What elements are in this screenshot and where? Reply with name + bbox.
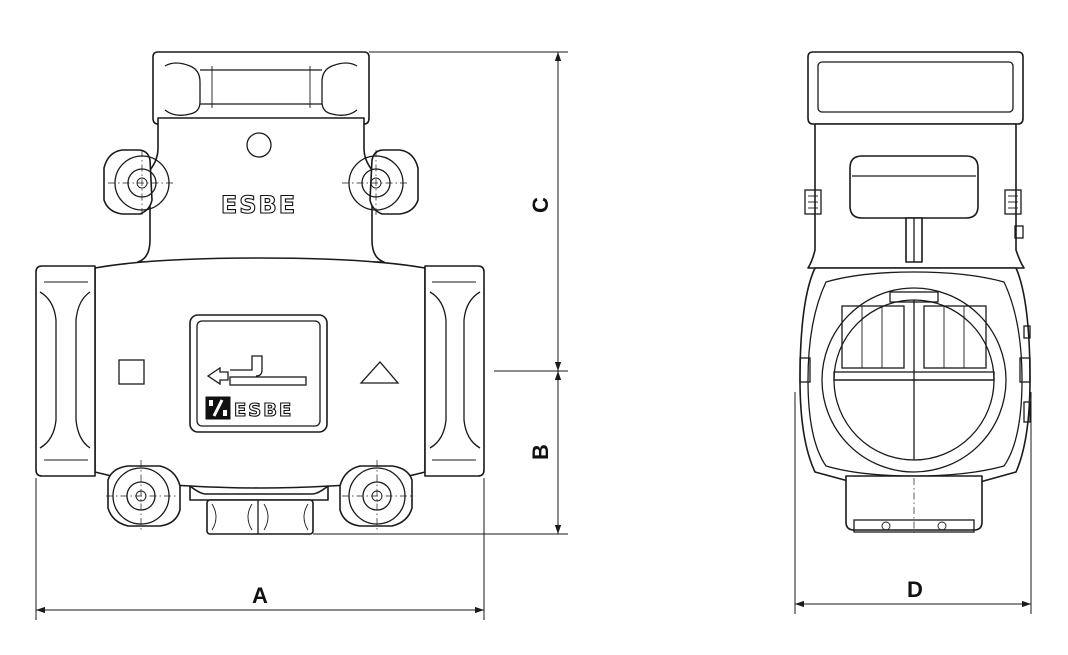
lower-left-mount-ear xyxy=(106,460,181,530)
plate-esbe-logo: ESBE xyxy=(234,400,293,421)
upper-left-mount-ear xyxy=(103,149,176,216)
indicator-plate: ESBE xyxy=(189,314,328,433)
side-left-ribs xyxy=(804,189,822,215)
square-marker xyxy=(118,359,145,385)
bottom-drain-plug xyxy=(189,485,329,535)
dimension-d-label: D xyxy=(907,577,923,602)
side-top-port xyxy=(807,51,1024,125)
flow-arrow-icon xyxy=(206,355,307,386)
side-internal-vanes xyxy=(833,291,995,460)
right-port xyxy=(424,265,485,477)
top-esbe-logo: ESBE xyxy=(221,191,297,219)
actuator-knob xyxy=(849,155,979,263)
top-port xyxy=(152,51,370,125)
triangle-marker xyxy=(359,361,400,384)
dimension-c-label: C xyxy=(528,197,553,213)
left-port xyxy=(35,265,96,477)
upper-neck xyxy=(137,117,385,263)
top-screw-hole xyxy=(246,132,272,158)
side-bottom-boss xyxy=(845,475,983,534)
esbe-badge-icon xyxy=(205,396,231,420)
lower-right-mount-ear xyxy=(339,460,413,530)
dimension-a-label: A xyxy=(252,583,268,608)
dimension-lines: A C B D xyxy=(35,51,1032,620)
upper-right-mount-ear xyxy=(342,149,419,216)
side-right-ribs xyxy=(1004,189,1024,239)
side-outer-flange xyxy=(821,287,1007,473)
dimension-b-label: B xyxy=(528,444,553,460)
valve-side-view xyxy=(799,51,1031,534)
valve-front-view: ESBE xyxy=(35,51,485,535)
